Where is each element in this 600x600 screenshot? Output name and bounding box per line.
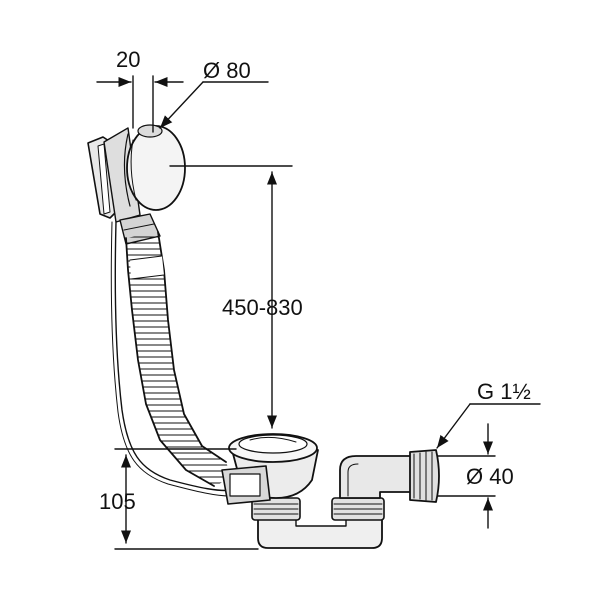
corrugated-hose bbox=[125, 231, 232, 487]
dim-thread-label: G 1½ bbox=[477, 379, 531, 404]
thread-leader bbox=[436, 403, 471, 449]
outlet-elbow bbox=[339, 455, 413, 499]
dim-80-leader bbox=[159, 81, 204, 129]
dim-outlet-diameter-label: Ø 40 bbox=[466, 464, 514, 489]
dim-height-range-label: 450-830 bbox=[222, 295, 303, 320]
dim-top-width-label: 20 bbox=[116, 47, 141, 72]
dim-trap-height-label: 105 bbox=[99, 489, 136, 514]
dimension-lines bbox=[96, 75, 541, 550]
overflow-assembly bbox=[87, 124, 186, 245]
bowden-cable bbox=[114, 221, 233, 492]
trap-assembly bbox=[221, 433, 440, 549]
dim-overflow-diameter-label: Ø 80 bbox=[203, 58, 251, 83]
trap-u-bend bbox=[257, 517, 383, 549]
